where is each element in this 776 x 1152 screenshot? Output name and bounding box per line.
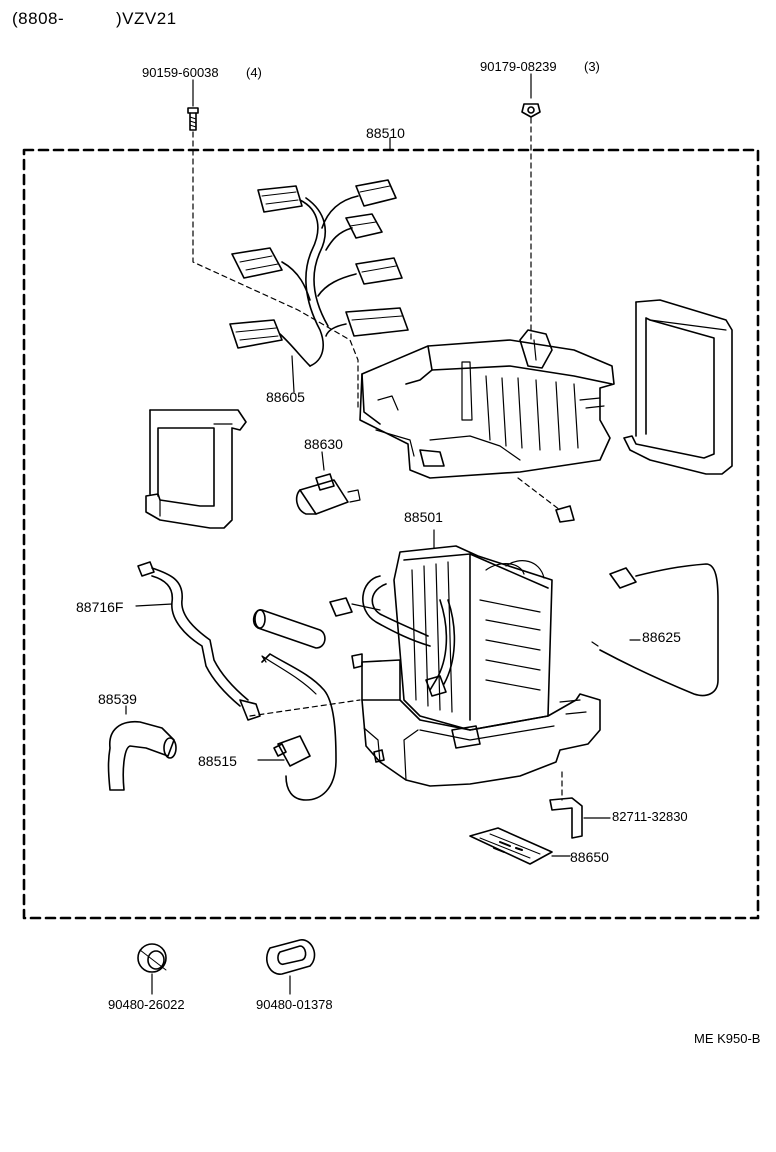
wire-harness-icon [230, 180, 408, 392]
label-figure-code: ME K950-B [694, 1031, 761, 1046]
grommet-right-icon [267, 940, 315, 994]
upper-case-icon [360, 330, 614, 478]
nut-icon [522, 74, 540, 117]
label-grommet-left: 90480-26022 [108, 997, 185, 1012]
label-nut-qty: (3) [584, 59, 600, 74]
label-evaporator: 88501 [404, 509, 443, 525]
insulation-tube-icon [254, 610, 325, 648]
header-code-left: (8808- [12, 9, 65, 28]
valve-leader [250, 700, 360, 716]
label-hose: 88539 [98, 691, 137, 707]
left-seal-frame-icon [146, 410, 246, 528]
evaporator-icon [330, 530, 552, 730]
case-clip-icon [556, 506, 574, 522]
bolt-icon [188, 80, 198, 130]
right-seal-frame-icon [624, 300, 732, 474]
label-bolt-part: 90159-60038 [142, 65, 219, 80]
label-amplifier: 88650 [570, 849, 609, 865]
label-thermistor: 88630 [304, 436, 343, 452]
grommet-left-icon [138, 944, 166, 994]
label-expansion-valve: 88515 [198, 753, 237, 769]
label-nut-part: 90179-08239 [480, 59, 557, 74]
thermistor-icon [297, 452, 360, 514]
tube-icon [136, 562, 260, 720]
amplifier-icon [470, 828, 570, 864]
bracket-icon [550, 772, 610, 838]
header-code-right: )VZV21 [116, 9, 177, 28]
label-unit-assy: 88510 [366, 125, 405, 141]
case-clip-leader [518, 478, 560, 510]
assembly-boundary [24, 138, 758, 918]
sensor-icon [592, 564, 718, 695]
label-grommet-right: 90480-01378 [256, 997, 333, 1012]
label-bolt-qty: (4) [246, 65, 262, 80]
bolt-leader [193, 132, 358, 410]
label-tube: 88716F [76, 599, 124, 615]
label-sensor: 88625 [642, 629, 681, 645]
label-bracket: 82711-32830 [612, 809, 688, 824]
expansion-valve-icon [258, 654, 336, 800]
hose-icon [109, 706, 177, 790]
lower-case-icon [352, 654, 600, 786]
label-wire-harness: 88605 [266, 389, 305, 405]
